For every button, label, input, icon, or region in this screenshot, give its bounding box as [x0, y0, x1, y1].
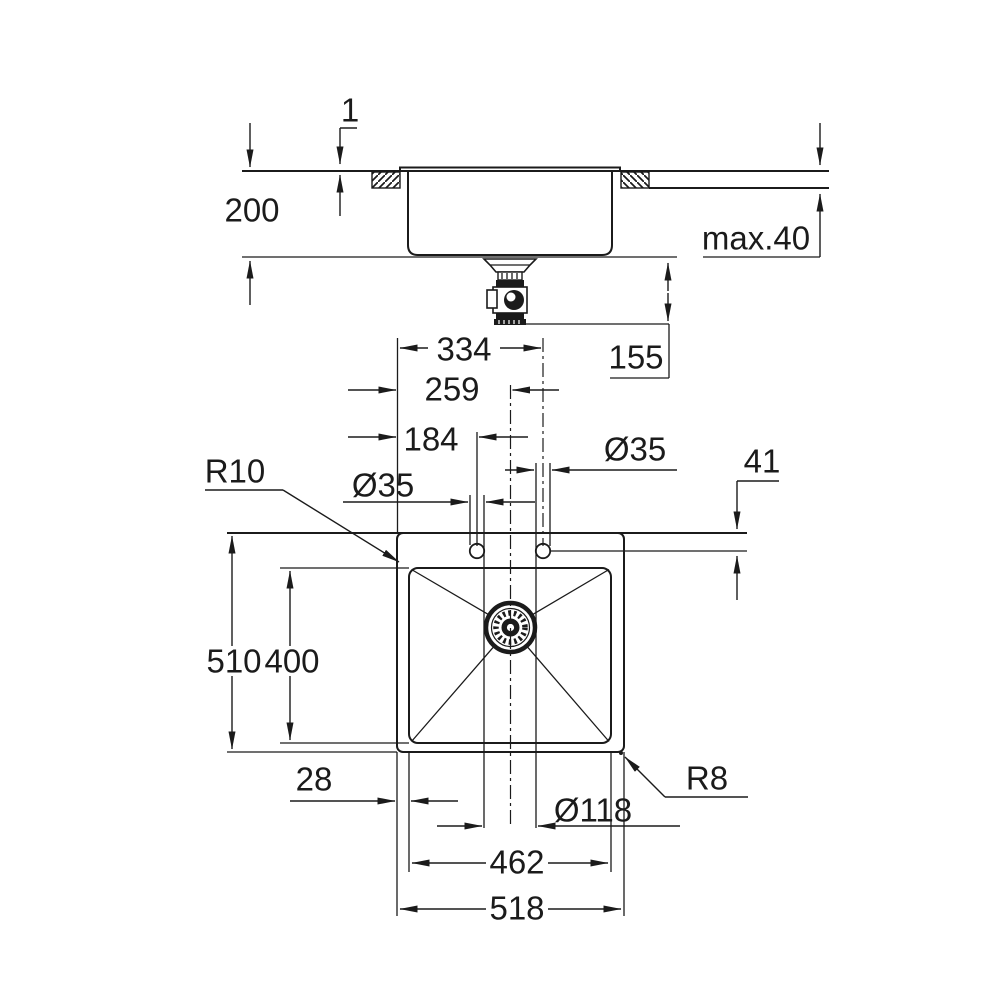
- drain-base: [494, 319, 526, 325]
- dim-drain-diameter: Ø118: [437, 792, 680, 830]
- sink-outer-edge: [396, 532, 625, 753]
- dim-outer-depth-label: 510: [206, 643, 261, 680]
- dim-outer-corner-radius-label: R8: [686, 760, 728, 797]
- dim-400: 400: [264, 570, 320, 741]
- drain-band-top: [496, 280, 524, 287]
- dim-counter-thickness-label: max.40: [702, 220, 810, 257]
- dim-hole-right-diameter: Ø35: [505, 431, 677, 474]
- bowl-section-outline: [407, 171, 613, 256]
- counter-hatch-right: [620, 171, 650, 189]
- dim-left-hole-offset-label: 184: [403, 421, 458, 458]
- dim-counter-thickness: max.40: [702, 123, 824, 257]
- dim-155-leader: [525, 323, 670, 379]
- counter-hatch-left: [371, 171, 401, 189]
- dim-hole-left-diameter: Ø35: [343, 467, 535, 506]
- dim-right-hole-diameter-label: Ø35: [604, 431, 666, 468]
- r8-leader-arrow: [624, 756, 666, 798]
- drain-collar-ribs: [501, 273, 518, 279]
- dim-rim-height-label: 1: [341, 92, 359, 129]
- dim-hole-rear-offset-label: 41: [744, 443, 781, 480]
- dim-462: 462: [411, 844, 609, 881]
- dim-bowl-inner-width-label: 462: [489, 844, 544, 881]
- dim-518: 518: [399, 890, 622, 927]
- dim-right-hole-offset-label: 334: [436, 331, 491, 368]
- dim-outer-width-label: 518: [489, 890, 544, 927]
- plan-view: 334 259 184 Ø35 Ø35: [205, 331, 781, 927]
- dim-bowl-depth-label: 200: [224, 192, 279, 229]
- r8-reference-dot: [619, 751, 623, 755]
- sink-rim-line: [399, 166, 621, 172]
- dim-bowl-depth-200: 200: [224, 123, 280, 305]
- dim-184: 184: [348, 421, 528, 458]
- dim-drain-height-label: 155: [608, 339, 663, 376]
- bowl-slope-diagonals: [411, 568, 610, 742]
- dim-rim-width-label: 28: [296, 761, 333, 798]
- dim-left-hole-diameter-label: Ø35: [352, 467, 414, 504]
- dim-28: 28: [290, 761, 458, 805]
- dim-center-offset-label: 259: [424, 371, 479, 408]
- dim-510: 510: [206, 535, 262, 750]
- drain-side-outlet: [486, 289, 498, 309]
- extension-lines: [227, 338, 625, 916]
- dim-bowl-inner-depth-label: 400: [264, 643, 319, 680]
- centre-lines: [509, 338, 544, 828]
- dim-334: 334: [399, 331, 542, 368]
- dim-259: 259: [348, 371, 559, 408]
- drain-base-ribs: [498, 320, 520, 324]
- dim-drain-height-155: 155: [525, 262, 672, 379]
- dim-rim-height: 1: [336, 92, 359, 216]
- side-view: 1 200 max.40 155: [224, 92, 829, 379]
- r10-leader-arrow: [282, 489, 400, 563]
- strainer-centre-hole: [506, 623, 515, 632]
- label-r8: R8: [619, 751, 748, 798]
- counter-surface-line: [242, 170, 829, 189]
- dim-drain-diameter-label: Ø118: [554, 792, 632, 829]
- label-r10: R10: [205, 453, 400, 563]
- dim-41: 41: [733, 443, 781, 600]
- dim-bowl-corner-radius-label: R10: [205, 453, 266, 490]
- drain-band-bottom: [496, 313, 524, 319]
- drain-valve-highlight: [506, 292, 516, 302]
- drain-trap: [482, 258, 538, 325]
